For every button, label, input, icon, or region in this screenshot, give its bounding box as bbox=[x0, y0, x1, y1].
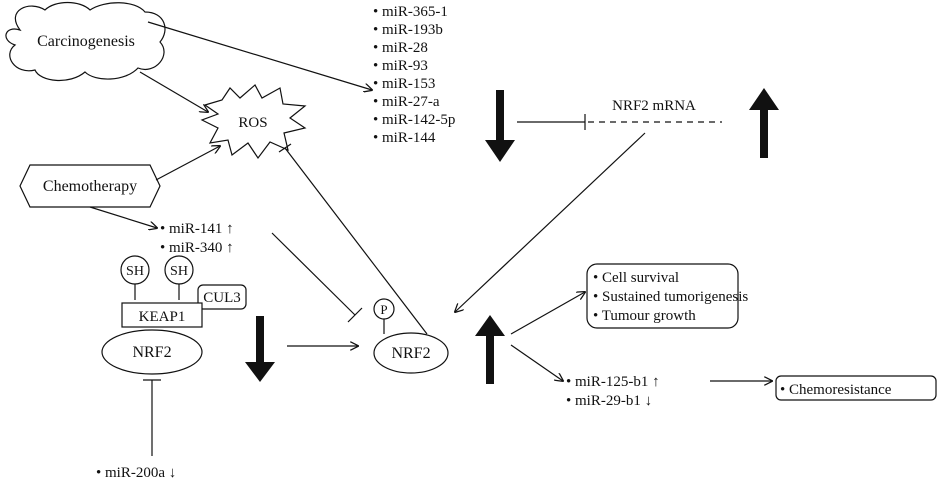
chemo-to-ros-arrow bbox=[155, 146, 220, 181]
cul3-label: CUL3 bbox=[203, 290, 241, 306]
mirna-item: • miR-193b bbox=[373, 22, 443, 38]
nrf2-bound-ellipse bbox=[101, 329, 203, 375]
nrf2-bound-label: NRF2 bbox=[132, 344, 171, 361]
chemoresistance-label: • Chemoresistance bbox=[780, 382, 892, 398]
chemotherapy-label: Chemotherapy bbox=[43, 178, 137, 195]
mirna-item: • miR-27-a bbox=[373, 94, 440, 110]
nrf2-label: NRF2 bbox=[391, 345, 430, 362]
nrf2-increase-arrow bbox=[475, 315, 505, 384]
carcinogenesis-cloud: Carcinogenesis bbox=[5, 1, 166, 81]
mir29-label: • miR-29-b1 ↓ bbox=[566, 393, 652, 409]
outcome-item: • Sustained tumorigenesis bbox=[593, 289, 748, 305]
decrease-arrow bbox=[485, 90, 515, 162]
nrf2-ros-inhibition-bar bbox=[278, 143, 292, 153]
nrf2-to-outcomes-arrow bbox=[510, 292, 585, 335]
chemoresistance-box bbox=[775, 375, 937, 401]
mirna-down-list: • miR-365-1 • miR-193b • miR-28 • miR-93… bbox=[373, 4, 455, 146]
ros-burst: ROS bbox=[200, 84, 307, 160]
phospho-label: P bbox=[380, 302, 387, 317]
nrf2-mrna-label: NRF2 mRNA bbox=[612, 98, 696, 114]
carcinogenesis-label: Carcinogenesis bbox=[37, 33, 135, 50]
mirna-item: • miR-153 bbox=[373, 76, 435, 92]
mir141-label: • miR-141 ↑ bbox=[160, 221, 234, 237]
cul3-box bbox=[197, 284, 247, 310]
mir200a-label: • miR-200a ↓ bbox=[96, 465, 176, 481]
mir141-inhibition-bar bbox=[347, 307, 363, 323]
increase-arrow bbox=[749, 88, 779, 158]
nrf2-central: P NRF2 bbox=[373, 298, 449, 374]
mirna-item: • miR-365-1 bbox=[373, 4, 448, 20]
mir125-label: • miR-125-b1 ↑ bbox=[566, 374, 660, 390]
keap1-complex: SH SH CUL3 KEAP1 NRF2 bbox=[101, 255, 247, 375]
mir141-inhibition-line bbox=[271, 232, 356, 316]
mirna-item: • miR-142-5p bbox=[373, 112, 455, 128]
mrna-to-nrf2-arrow bbox=[455, 132, 646, 312]
mir340-label: • miR-340 ↑ bbox=[160, 240, 234, 256]
chemotherapy-node: Chemotherapy bbox=[19, 164, 161, 208]
keap1-box bbox=[121, 302, 203, 328]
carcinogenesis-to-ros-arrow bbox=[139, 71, 208, 112]
mirna-item: • miR-144 bbox=[373, 130, 436, 146]
nrf2-to-mirna-arrow bbox=[510, 344, 563, 381]
nrf2-ros-inhibition-line bbox=[284, 147, 428, 335]
sh-label-1: SH bbox=[126, 264, 144, 279]
outcomes-box bbox=[586, 263, 739, 329]
nrf2-ellipse bbox=[373, 332, 449, 374]
chemo-to-mir141-arrow bbox=[89, 206, 157, 228]
carcinogenesis-to-mirna-arrow bbox=[147, 21, 372, 90]
outcome-item: • Cell survival bbox=[593, 270, 679, 286]
mirna-item: • miR-28 bbox=[373, 40, 428, 56]
keap1-label: KEAP1 bbox=[139, 309, 186, 325]
outcome-item: • Tumour growth bbox=[593, 308, 696, 324]
mirna-item: • miR-93 bbox=[373, 58, 428, 74]
keap1-decrease-arrow bbox=[245, 316, 275, 382]
sh-label-2: SH bbox=[170, 264, 188, 279]
ros-label: ROS bbox=[238, 115, 267, 131]
